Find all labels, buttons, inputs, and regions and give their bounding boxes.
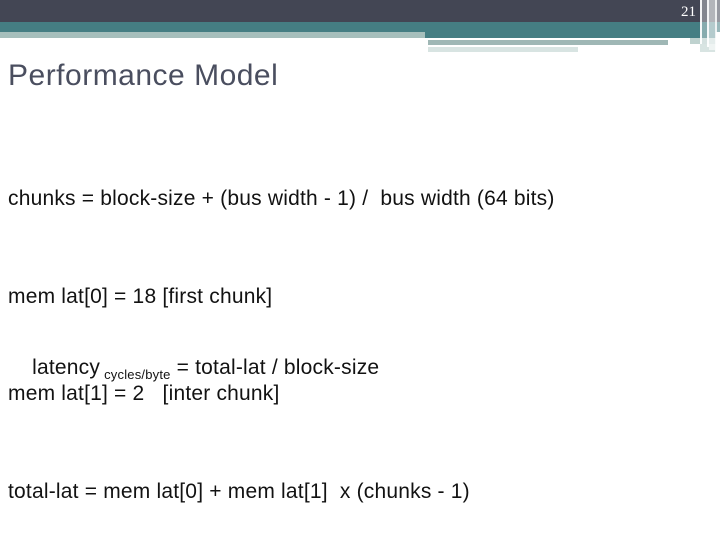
sage-strip-1 [428,40,668,45]
edge-strip-4 [709,0,715,50]
edge-strip-5 [715,0,717,52]
edge-strip-1 [700,0,702,44]
latency-base: latency [32,356,101,379]
formula-block: chunks = block-size + (bus width - 1) / … [8,118,712,540]
edge-strip-2 [702,0,707,44]
teal-step-band [425,32,716,38]
header-bar [0,0,720,22]
sage-strip-2 [428,47,578,52]
edge-strip-6 [717,0,720,52]
formula-line-mem-lat-0: mem lat[0] = 18 [first chunk] [8,284,273,308]
edge-strip-3 [707,0,709,47]
corner-step-2 [700,44,716,52]
sage-band [0,32,425,38]
corner-step-1 [690,38,716,44]
teal-band [0,22,720,32]
page-number: 21 [681,4,696,20]
latency-subscript: cycles/byte [104,367,171,382]
formula-line-total-lat: total-lat = mem lat[0] + mem lat[1] x (c… [8,479,470,503]
slide-title: Performance Model [8,59,279,92]
formula-line-mem-lat-1: mem lat[1] = 2 [inter chunk] [8,382,280,405]
formula-line-chunks: chunks = block-size + (bus width - 1) / … [8,187,555,210]
latency-rest: = total-lat / block-size [170,356,380,379]
